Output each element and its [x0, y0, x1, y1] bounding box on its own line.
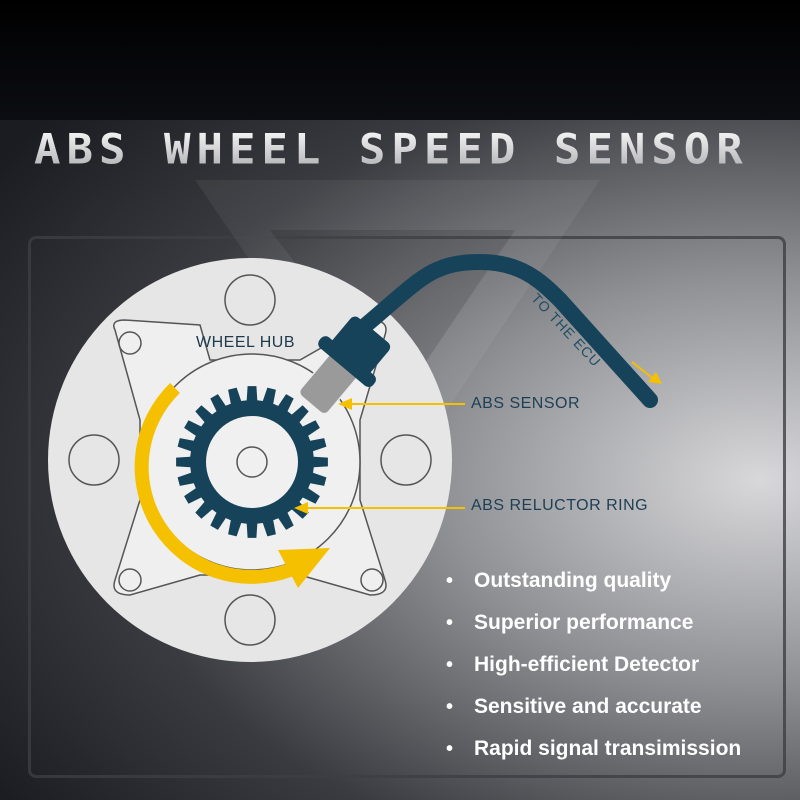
feature-item: •Outstanding quality: [446, 569, 672, 592]
wheel-hub: [48, 258, 452, 662]
rotation-arrowhead: [278, 548, 330, 588]
ecu-arrow: [631, 361, 656, 381]
diagram-panel: [28, 236, 786, 778]
axle-hole: [236, 446, 268, 478]
bullet-icon: •: [446, 695, 454, 718]
sensor-cable: [352, 253, 658, 408]
feature-item: •Superior performance: [446, 611, 694, 634]
bolt-hole: [380, 434, 432, 486]
wheel-hub-label: WHEEL HUB: [196, 334, 296, 351]
feature-item: •High-efficient Detector: [446, 653, 700, 676]
abs-sensor-label: ABS SENSOR: [471, 395, 581, 412]
bullet-icon: •: [446, 569, 454, 592]
bolt-hole: [68, 434, 120, 486]
bolt-hole: [224, 274, 276, 326]
top-band: [0, 0, 800, 120]
page-title: ABS WHEEL SPEED SENSOR: [34, 125, 749, 174]
bullet-icon: •: [446, 653, 454, 676]
feature-item: •Rapid signal transimission: [446, 737, 742, 760]
bullet-icon: •: [446, 737, 454, 760]
bullet-icon: •: [446, 611, 454, 634]
bolt-hole: [224, 594, 276, 646]
rotation-arrow: [134, 382, 293, 584]
feature-item: •Sensitive and accurate: [446, 695, 702, 718]
feature-list: •Outstanding quality •Superior performan…: [446, 560, 741, 770]
reluctor-ring-label: ABS RELUCTOR RING: [471, 497, 649, 514]
abs-sensor: [298, 316, 391, 415]
